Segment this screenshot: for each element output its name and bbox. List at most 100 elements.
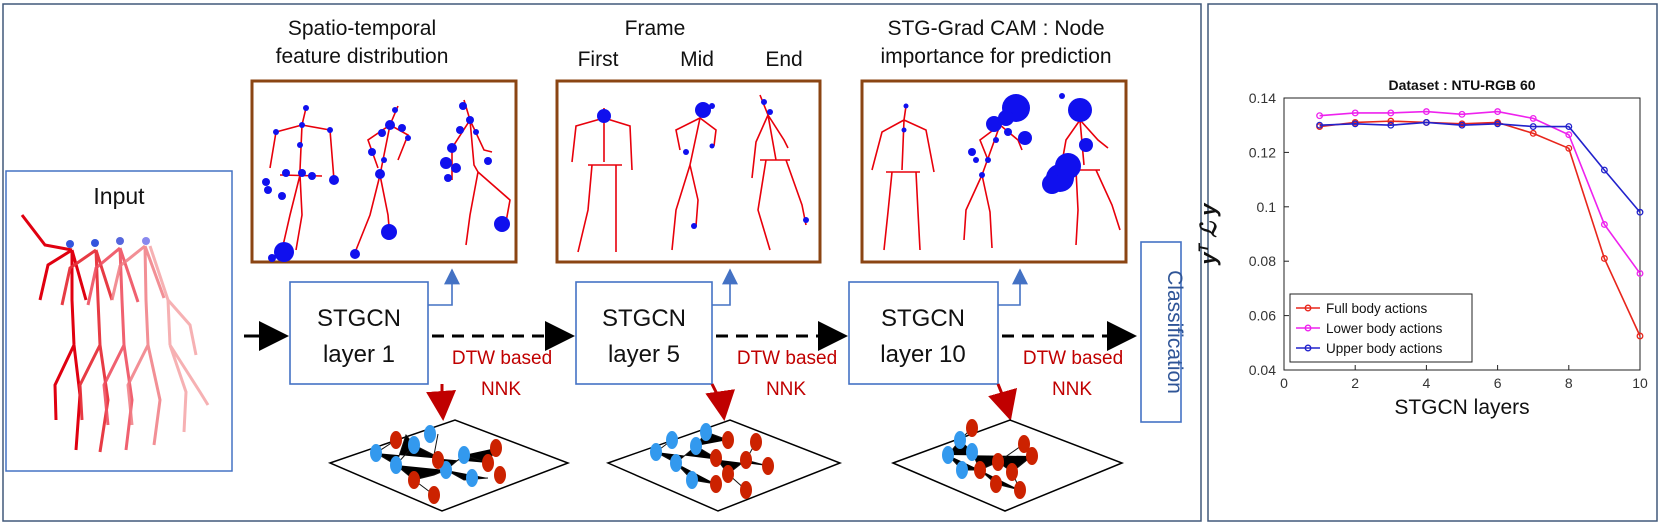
layer-5-line2: layer 5	[608, 341, 680, 368]
dtw-label-1-line2: NNK	[481, 379, 521, 400]
nnk-graph-1	[327, 419, 571, 512]
frame-mid-label: Mid	[680, 48, 714, 71]
data-point-series-3	[1529, 123, 1537, 131]
y-tick-label: 0.1	[1257, 199, 1277, 215]
data-point-series-2	[1600, 221, 1608, 228]
y-axis-label: yT ℒ y	[1195, 202, 1221, 266]
legend-swatch-marker	[1304, 344, 1312, 352]
x-tick-label: 8	[1565, 375, 1573, 391]
dtw-label-3-line1: DTW based	[1023, 348, 1123, 369]
data-point-series-1	[1529, 129, 1537, 137]
input-skeleton-3	[86, 246, 140, 451]
x-tick-label: 4	[1423, 375, 1431, 391]
data-point-series-3	[1422, 119, 1430, 126]
red-arrow-2	[705, 383, 736, 421]
arrow-to-frames-panel	[712, 268, 738, 306]
spatio-title-line2: feature distribution	[276, 45, 449, 68]
dtw-label-1-line1: DTW based	[452, 348, 552, 369]
legend-entry: Lower body actions	[1326, 321, 1443, 336]
frames-panel	[555, 79, 822, 264]
input-skeleton-sequence	[20, 214, 210, 453]
y-tick-label: 0.14	[1249, 90, 1276, 106]
series-line-1	[1319, 120, 1641, 337]
data-point-series-2	[1422, 108, 1430, 116]
dtw-label-3-line2: NNK	[1052, 379, 1092, 400]
dtw-label-2-line2: NNK	[766, 379, 806, 400]
x-tick-label: 6	[1494, 375, 1502, 391]
layer-10-line2: layer 10	[880, 341, 965, 368]
data-point-series-1	[1565, 144, 1573, 152]
legend-swatch-marker	[1304, 324, 1312, 332]
input-skeleton-2	[60, 248, 114, 453]
cam-title-line2: importance for prediction	[880, 45, 1111, 68]
dtw-label-2-line1: DTW based	[737, 348, 837, 369]
legend-entry: Full body actions	[1326, 301, 1428, 316]
classification-box: Classification	[1140, 241, 1186, 423]
data-point-series-2	[1636, 269, 1644, 277]
nnk-graph-2	[605, 419, 843, 512]
stgcn-layer-1-box: STGCN layer 1	[289, 281, 429, 385]
layer-10-line1: STGCN	[881, 305, 965, 332]
input-box	[5, 170, 233, 472]
y-tick-label: 0.12	[1249, 144, 1276, 160]
layer-5-line1: STGCN	[602, 305, 686, 332]
x-tick-label: 0	[1280, 375, 1288, 391]
y-tick-label: 0.06	[1249, 308, 1276, 324]
chart-panel: Dataset : NTU-RGB 60 0 2 4 6 8 10 0.04 0.06 0.08 0…	[1195, 3, 1658, 522]
y-tick-label: 0.04	[1249, 362, 1276, 378]
arrow-to-cam-panel	[998, 268, 1028, 306]
data-point-series-3	[1600, 166, 1608, 174]
data-point-series-1	[1387, 117, 1395, 125]
stgcn-layer-10-box: STGCN layer 10	[848, 281, 999, 385]
frame-title: Frame	[625, 17, 686, 40]
data-point-series-3	[1316, 121, 1324, 129]
legend-box	[1289, 293, 1473, 363]
data-point-series-2	[1494, 108, 1502, 116]
x-tick-label: 2	[1351, 375, 1359, 391]
nnk-graph-3	[890, 419, 1125, 512]
data-point-series-2	[1529, 114, 1537, 122]
data-point-series-2	[1565, 131, 1573, 139]
series-line-3	[1319, 121, 1641, 213]
grad-cam-panel	[860, 79, 1128, 264]
layer-1-line2: layer 1	[323, 341, 395, 368]
series-line-2	[1319, 110, 1641, 274]
input-label: Input	[93, 183, 145, 209]
data-point-series-3	[1565, 123, 1573, 131]
spatio-title-line1: Spatio-temporal	[288, 17, 436, 40]
input-skeleton-1	[20, 214, 88, 451]
y-tick-label: 0.08	[1249, 253, 1276, 269]
data-point-series-3	[1387, 121, 1395, 129]
data-point-series-1	[1600, 255, 1608, 262]
x-tick-label: 10	[1632, 375, 1648, 391]
diagram-frame	[2, 3, 1202, 522]
chart-frame	[1207, 3, 1658, 522]
frame-first-label: First	[578, 48, 619, 71]
data-point-series-3	[1351, 120, 1359, 128]
data-point-series-1	[1636, 332, 1644, 340]
x-axis-label: STGCN layers	[1394, 396, 1529, 419]
line-chart: Dataset : NTU-RGB 60 0 2 4 6 8 10 0.04 0.06 0.08 0…	[1195, 77, 1648, 419]
classification-label: Classification	[1163, 270, 1186, 394]
cam-title-line1: STG-Grad CAM : Node	[887, 17, 1104, 40]
data-point-series-3	[1636, 208, 1644, 216]
pipeline-diagram: Input Spatio-temporal feature dis	[2, 3, 1202, 522]
input-skeleton-5	[148, 245, 210, 433]
data-point-series-2	[1351, 109, 1359, 117]
red-arrow-3	[988, 383, 1018, 421]
layer-1-line1: STGCN	[317, 305, 401, 332]
red-arrow-1	[426, 384, 457, 421]
data-point-series-3	[1494, 120, 1502, 128]
data-point-series-2	[1387, 109, 1395, 117]
stgcn-layer-5-box: STGCN layer 5	[575, 281, 713, 385]
legend-entry: Upper body actions	[1326, 341, 1443, 356]
data-point-series-3	[1458, 121, 1466, 129]
data-point-series-2	[1316, 112, 1324, 120]
input-skeleton-4	[110, 244, 166, 446]
legend-swatch-marker	[1304, 304, 1312, 312]
chart-title: Dataset : NTU-RGB 60	[1388, 77, 1535, 93]
frame-end-label: End	[765, 48, 802, 71]
spatio-temporal-panel	[250, 79, 518, 264]
arrow-to-spatio-panel	[428, 268, 460, 306]
